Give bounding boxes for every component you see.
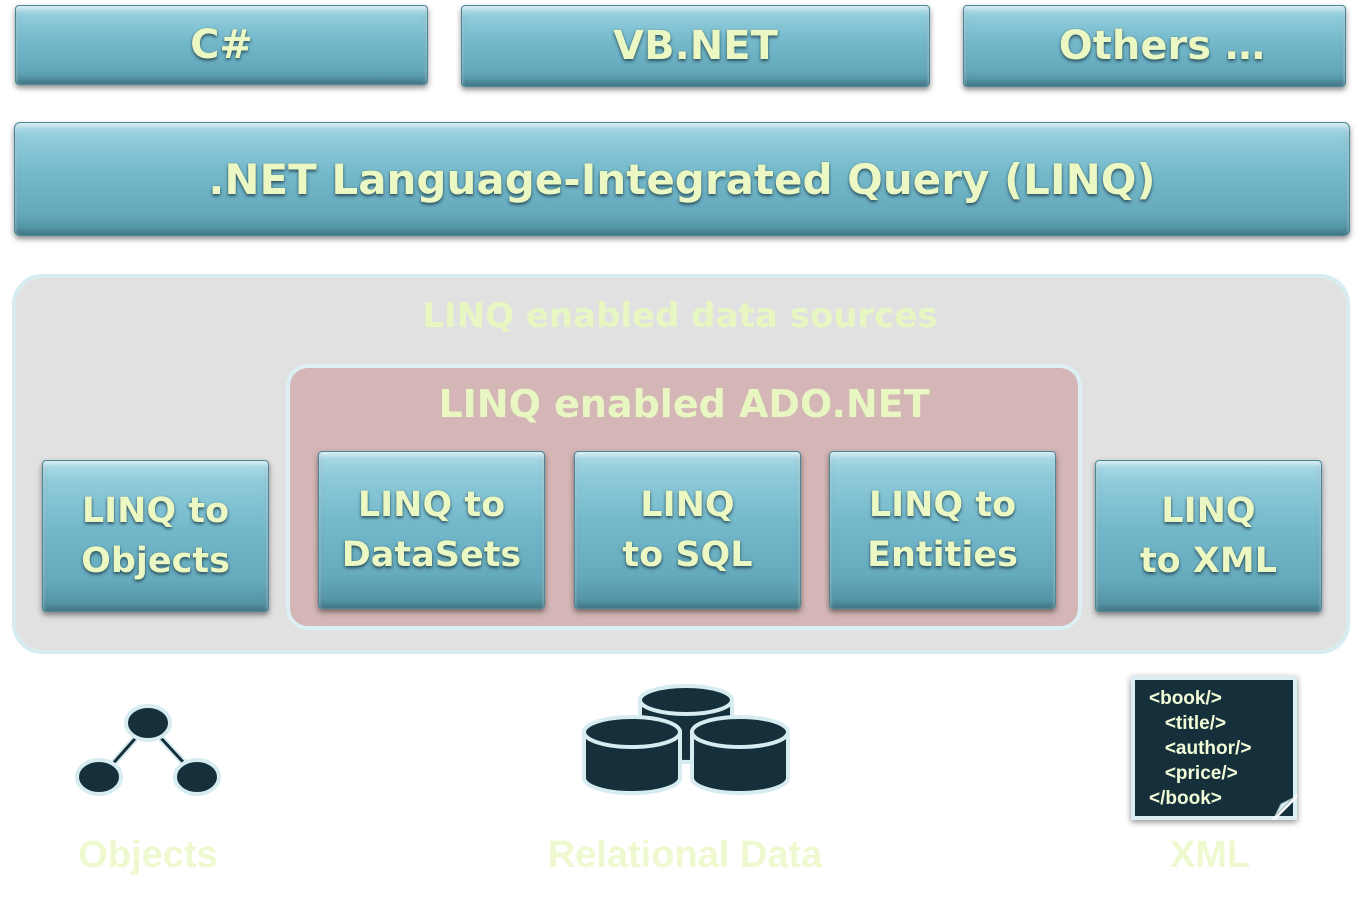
provider-line2: DataSets [341, 535, 522, 575]
provider-tile-datasets: LINQ to DataSets [318, 451, 545, 609]
database-cylinder-icon [690, 715, 790, 795]
provider-tile-entities: LINQ to Entities [829, 451, 1056, 609]
provider-line2: Objects [81, 541, 230, 581]
language-tile-csharp: C# [15, 5, 428, 85]
xml-document-icon: <book/> <title/> <author/> <price/> </bo… [1131, 676, 1297, 820]
provider-tile-xml: LINQ to XML [1095, 460, 1322, 612]
xml-line: <title/> [1149, 713, 1227, 734]
provider-line1: LINQ to [81, 491, 230, 531]
graph-node-icon [75, 758, 123, 796]
provider-tile-sql: LINQ to SQL [574, 451, 801, 609]
database-icon [582, 684, 790, 795]
graph-node-icon [124, 704, 172, 742]
language-label: C# [190, 22, 253, 68]
linq-bar-label: .NET Language-Integrated Query (LINQ) [208, 154, 1156, 204]
database-cylinder-icon [582, 715, 682, 795]
xml-line: <price/> [1149, 763, 1238, 784]
ado-net-title: LINQ enabled ADO.NET [438, 382, 930, 426]
linq-bar: .NET Language-Integrated Query (LINQ) [14, 122, 1350, 236]
language-tile-others: Others … [963, 5, 1346, 87]
source-caption-relational: Relational Data [547, 834, 823, 876]
provider-line1: LINQ to [357, 485, 506, 525]
xml-line: <book/> [1149, 688, 1222, 709]
provider-tile-objects: LINQ to Objects [42, 460, 269, 612]
data-sources-title: LINQ enabled data sources [422, 296, 938, 336]
xml-line: </book> [1149, 788, 1222, 809]
provider-line1: LINQ [640, 485, 735, 525]
provider-line2: Entities [867, 535, 1018, 575]
graph-node-icon [173, 758, 221, 796]
source-caption-xml: XML [1169, 834, 1251, 876]
provider-line2: to XML [1139, 541, 1278, 581]
provider-line1: LINQ to [868, 485, 1017, 525]
language-label: Others … [1058, 23, 1265, 69]
xml-line: <author/> [1149, 738, 1252, 759]
language-tile-vbnet: VB.NET [461, 5, 930, 87]
source-caption-objects: Objects [78, 834, 218, 876]
provider-line1: LINQ [1161, 491, 1256, 531]
provider-line2: to SQL [622, 535, 753, 575]
language-label: VB.NET [613, 23, 778, 69]
object-graph-icon [75, 704, 221, 796]
page-curl-icon [1271, 794, 1297, 820]
